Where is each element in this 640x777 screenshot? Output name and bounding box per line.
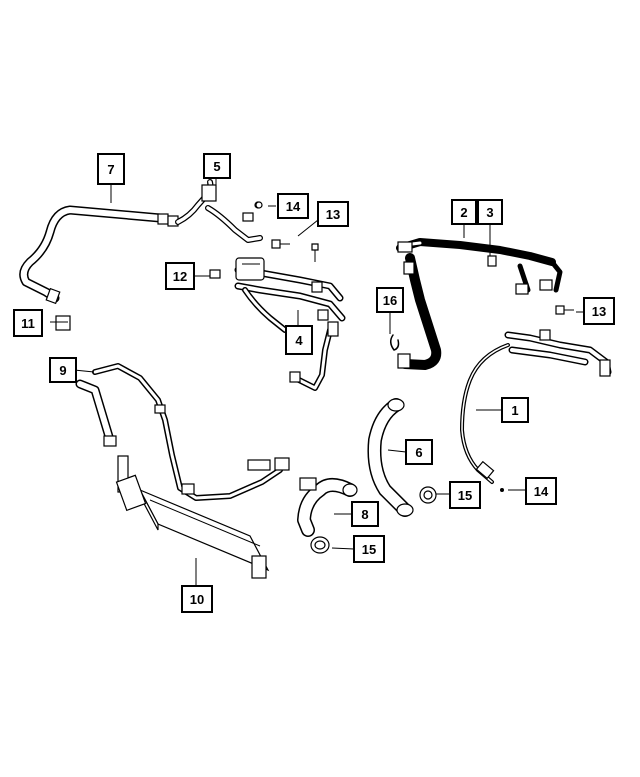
part-15-clamp-lower[interactable] <box>310 536 330 554</box>
svg-text:14: 14 <box>286 199 301 214</box>
svg-text:13: 13 <box>592 304 606 319</box>
svg-text:14: 14 <box>534 484 549 499</box>
callout-9: 9 <box>49 357 77 383</box>
callout-16: 16 <box>376 287 404 313</box>
callout-8: 8 <box>351 501 379 527</box>
callout-4: 4 <box>285 325 313 355</box>
part-13-bolt-right[interactable] <box>555 305 574 315</box>
svg-text:15: 15 <box>458 488 472 503</box>
svg-text:2: 2 <box>460 205 467 220</box>
part-14-seal-upper[interactable] <box>255 201 263 209</box>
callout-7: 7 <box>97 153 125 185</box>
callout-15-upper: 15 <box>449 481 481 509</box>
svg-text:8: 8 <box>361 507 368 522</box>
svg-text:15: 15 <box>362 542 376 557</box>
part-2-3-hose[interactable] <box>396 238 563 295</box>
callout-14-lower: 14 <box>525 477 557 505</box>
callout-13-right: 13 <box>583 297 615 325</box>
part-4-hose-assembly[interactable] <box>234 257 346 391</box>
callout-12: 12 <box>165 262 195 290</box>
svg-text:9: 9 <box>59 363 66 378</box>
part-5-pipe[interactable] <box>175 179 263 243</box>
svg-text:16: 16 <box>383 293 397 308</box>
part-10-cooler[interactable] <box>115 455 270 579</box>
svg-text:13: 13 <box>326 207 340 222</box>
part-9-cooler-line[interactable] <box>75 363 290 501</box>
callout-6: 6 <box>405 439 433 465</box>
svg-text:11: 11 <box>21 316 35 331</box>
svg-text:12: 12 <box>173 269 187 284</box>
callout-11: 11 <box>13 309 43 337</box>
part-16-hose[interactable] <box>389 253 442 370</box>
svg-text:6: 6 <box>415 445 422 460</box>
svg-text:3: 3 <box>486 205 493 220</box>
part-1-pressure-hose[interactable] <box>460 329 612 484</box>
part-11-clip[interactable] <box>55 315 71 331</box>
svg-text:1: 1 <box>511 403 518 418</box>
svg-text:10: 10 <box>190 592 204 607</box>
callout-2: 2 <box>451 199 477 225</box>
callout-5: 5 <box>203 153 231 179</box>
part-15-clamp-upper[interactable] <box>419 486 437 504</box>
part-12-fitting[interactable] <box>209 269 221 279</box>
svg-text:4: 4 <box>295 333 303 348</box>
callout-15-lower: 15 <box>353 535 385 563</box>
svg-text:7: 7 <box>107 162 114 177</box>
part-14-seal-lower[interactable] <box>500 488 504 492</box>
part-8-hose[interactable] <box>297 477 358 537</box>
callout-14-upper: 14 <box>277 193 309 219</box>
callout-3: 3 <box>477 199 503 225</box>
part-13-bolts-center[interactable] <box>271 239 319 262</box>
part-6-hose[interactable] <box>367 398 414 517</box>
part-7-tube[interactable] <box>19 205 180 305</box>
callout-10: 10 <box>181 585 213 613</box>
svg-text:5: 5 <box>213 159 220 174</box>
callout-13-upper: 13 <box>317 201 349 227</box>
callout-1: 1 <box>501 397 529 423</box>
